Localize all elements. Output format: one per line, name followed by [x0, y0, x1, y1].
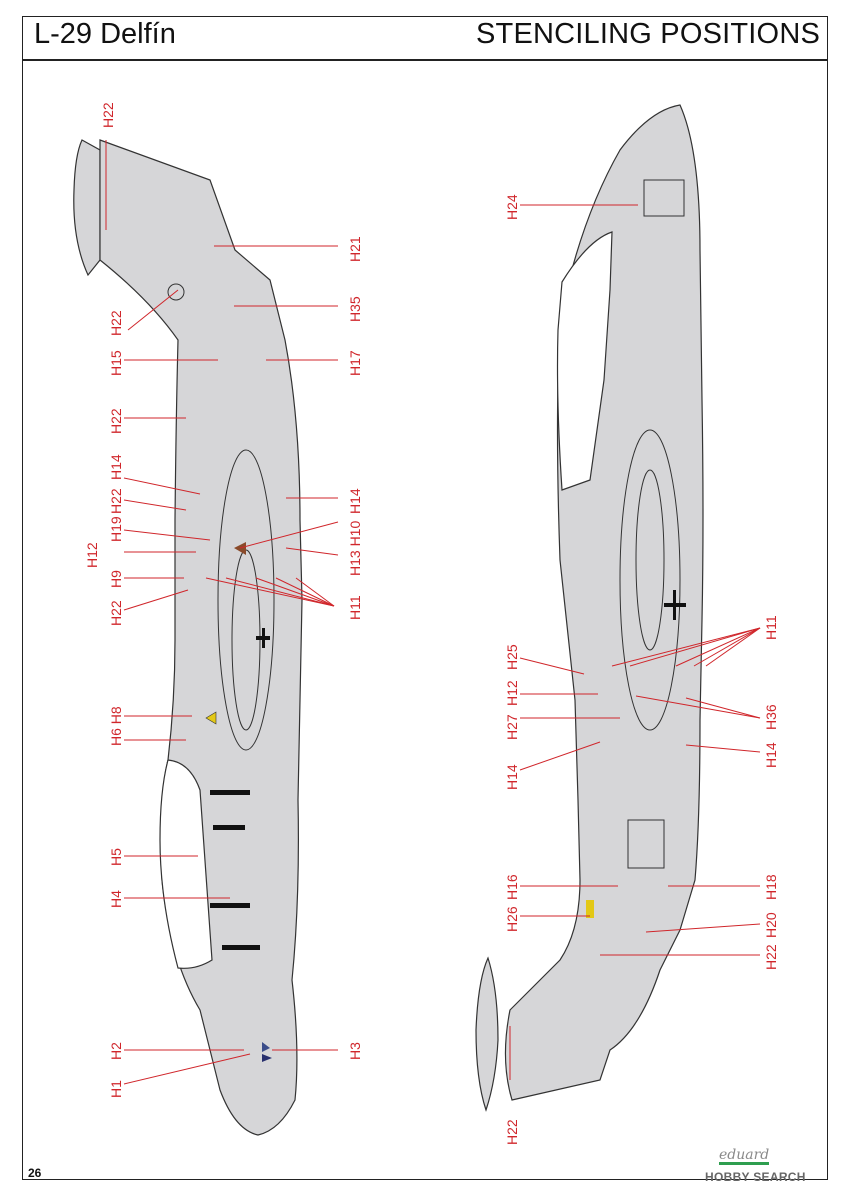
left-wing-root	[217, 449, 275, 751]
left-label-h9: H9	[108, 570, 124, 588]
left-blue-marker-2	[262, 1054, 272, 1062]
left-brown-marker	[234, 542, 246, 555]
right-label-h16: H16	[504, 874, 520, 900]
right-fin	[475, 956, 499, 1112]
left-label-h22-tail: H22	[100, 102, 116, 128]
left-labels: H22 H21 H22 H35 H15 H17 H22 H14 H22 H14 …	[84, 102, 363, 1098]
left-label-h14-left: H14	[108, 454, 124, 480]
watermark: HOBBY SEARCH	[705, 1170, 806, 1184]
right-antenna	[664, 590, 686, 620]
right-yellow-marker	[586, 900, 594, 918]
left-label-h14-right: H14	[347, 488, 363, 514]
left-label-h21: H21	[347, 236, 363, 262]
right-label-h22-panel: H22	[763, 944, 779, 970]
left-label-h22-lower: H22	[108, 600, 124, 626]
left-label-h17: H17	[347, 350, 363, 376]
right-labels: H24 H11 H25 H12 H27 H36 H14 H14 H16 H18 …	[504, 194, 779, 1145]
section-title: STENCILING POSITIONS	[476, 18, 820, 50]
left-aircraft	[73, 139, 303, 1136]
brand-logo: eduard	[719, 1147, 770, 1165]
left-label-h11: H11	[347, 595, 363, 620]
left-label-h6-h8: H6 H8	[108, 706, 124, 746]
left-roundel	[167, 283, 185, 301]
left-fin	[73, 139, 101, 277]
page-frame	[22, 16, 828, 1180]
left-label-h19: H19	[108, 516, 124, 542]
aircraft-title: L-29 Delfín	[34, 18, 176, 50]
left-label-h15: H15	[108, 350, 124, 376]
right-canopy	[556, 231, 613, 491]
right-nose-panel	[643, 179, 685, 217]
title-divider	[23, 59, 828, 61]
left-label-h3: H3	[347, 1042, 363, 1060]
right-label-h22-tail: H22	[504, 1119, 520, 1145]
left-label-h1: H1	[108, 1080, 124, 1098]
right-label-h24: H24	[504, 194, 520, 220]
right-wing-root	[619, 429, 681, 731]
right-aircraft	[475, 104, 704, 1112]
page-number: 26	[28, 1166, 42, 1180]
left-canopy	[159, 759, 213, 969]
right-label-h20: H20	[763, 912, 779, 938]
right-label-h36: H36	[763, 704, 779, 730]
left-label-h22-upper: H22	[108, 488, 124, 514]
right-label-h27: H27	[504, 714, 520, 740]
right-label-h11: H11	[763, 615, 779, 640]
right-label-h14-left: H14	[504, 764, 520, 790]
right-label-h25: H25	[504, 644, 520, 670]
left-blue-marker	[262, 1042, 270, 1052]
left-label-h12: H12	[84, 542, 100, 568]
right-label-h18: H18	[763, 874, 779, 900]
left-label-h13-h10: H13 H10	[347, 521, 363, 576]
left-label-h35: H35	[347, 296, 363, 322]
left-label-h4: H4	[108, 890, 124, 908]
left-label-h2: H2	[108, 1042, 124, 1060]
right-bay-panel	[627, 819, 665, 869]
right-leader-lines	[509, 204, 761, 1080]
right-label-h12: H12	[504, 680, 520, 706]
left-label-h5: H5	[108, 848, 124, 866]
left-yellow-marker	[205, 711, 217, 725]
left-leader-lines	[105, 140, 339, 1085]
left-label-h22-roundel: H22	[108, 310, 124, 336]
right-label-h14-right: H14	[763, 742, 779, 768]
right-wing-inner	[635, 469, 665, 651]
left-fuselage	[99, 139, 303, 1136]
left-steps	[210, 628, 270, 950]
left-label-h22-mid: H22	[108, 408, 124, 434]
right-label-h26: H26	[504, 906, 520, 932]
